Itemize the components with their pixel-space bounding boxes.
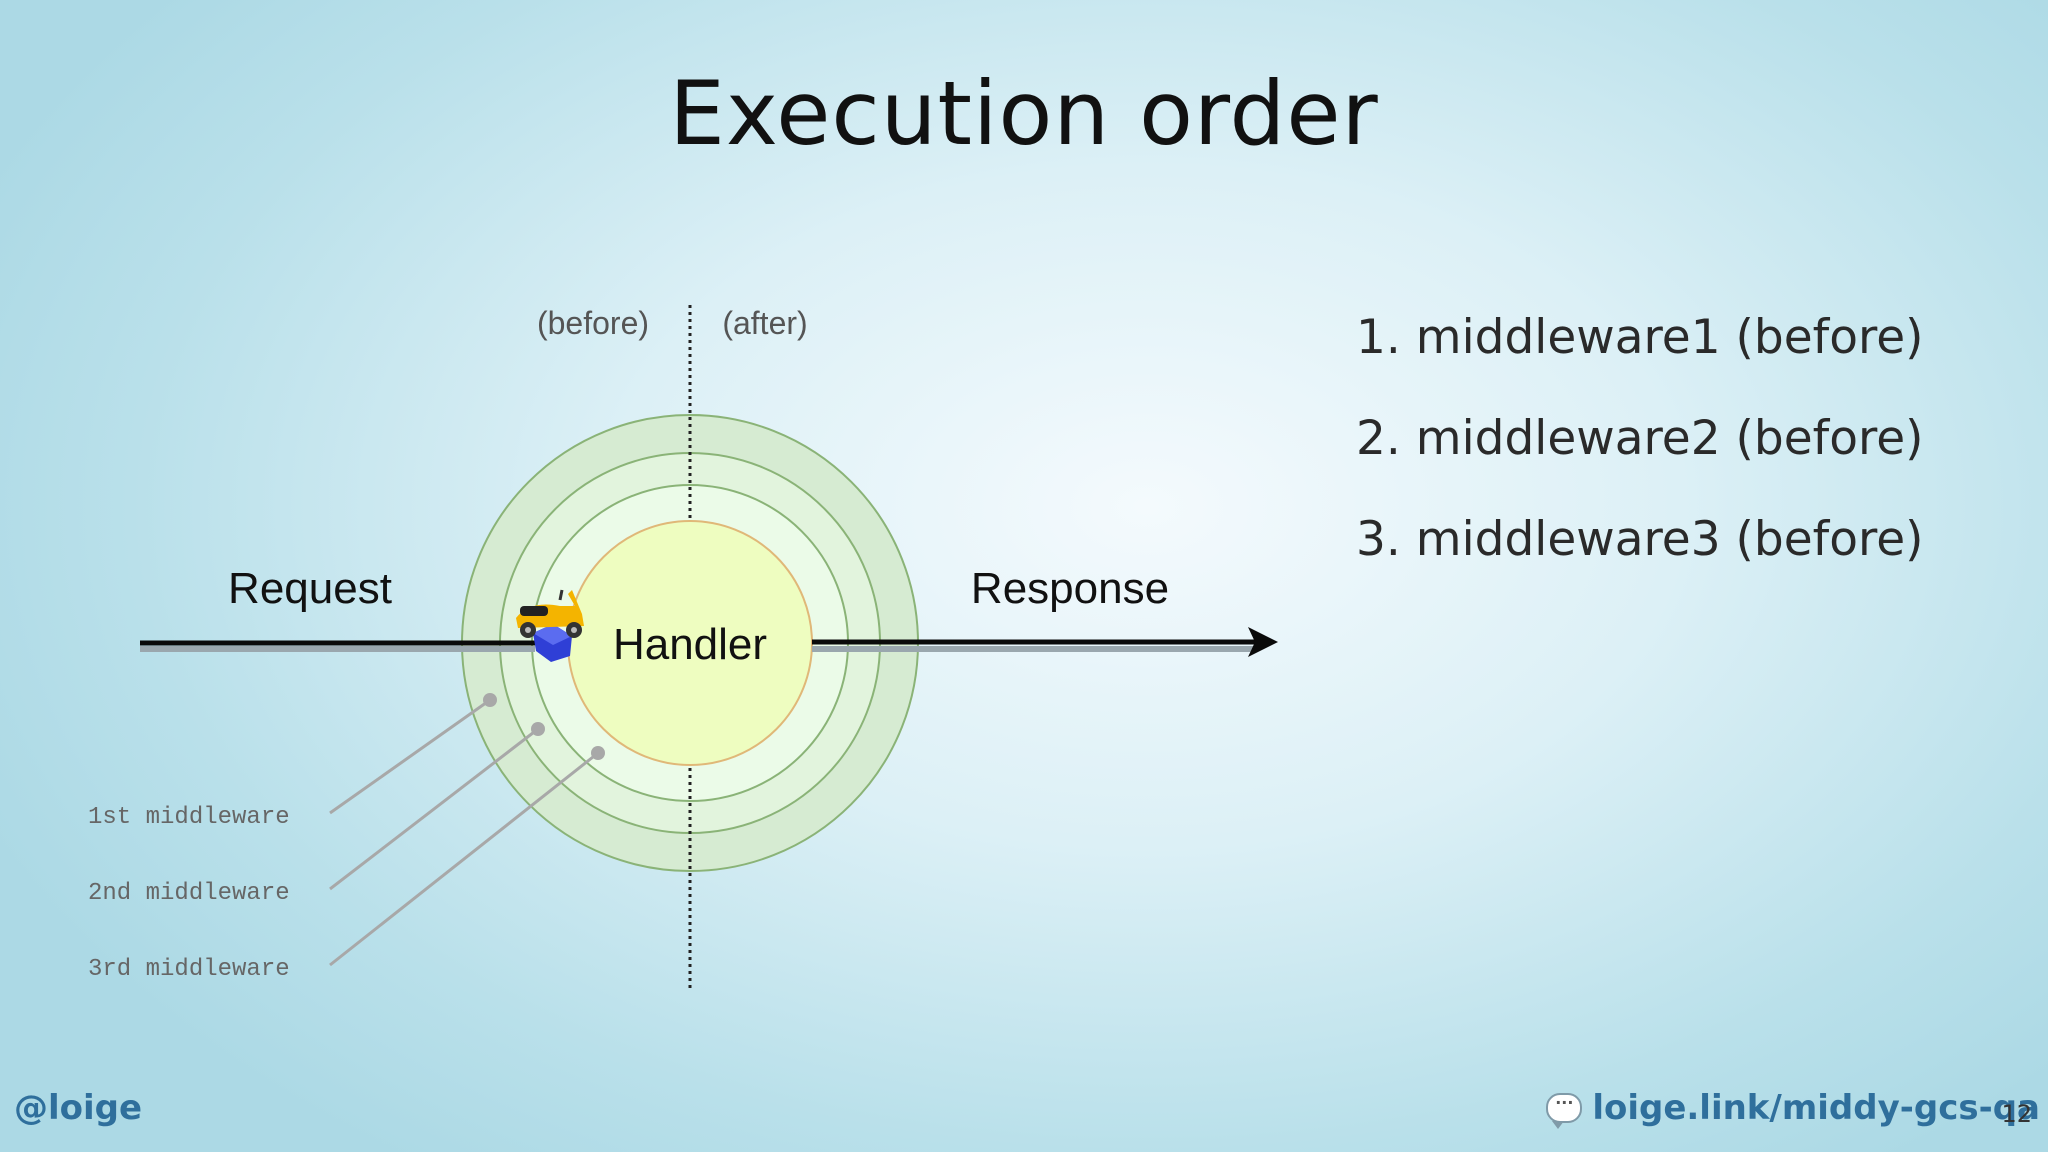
request-label: Request [228, 564, 392, 613]
after-label: (after) [722, 305, 807, 341]
pointer-dot-3 [591, 746, 605, 760]
middleware-label-2: 2nd middleware [88, 880, 290, 907]
before-label: (before) [537, 305, 649, 341]
middleware-label-1: 1st middleware [88, 804, 290, 831]
footer-link[interactable]: ··· loige.link/middy-gcs-qa [1546, 1088, 2040, 1129]
step-item: 1. middleware1 (before) [1356, 310, 1924, 365]
step-item: 2. middleware2 (before) [1356, 411, 1924, 466]
pointer-line-1 [329, 698, 491, 815]
slides-link[interactable]: loige.link/middy-gcs-qa [1592, 1088, 2040, 1128]
middleware-label-3: 3rd middleware [88, 956, 290, 983]
pointer-dot-1 [483, 693, 497, 707]
response-arrowhead [1248, 627, 1278, 657]
twitter-handle[interactable]: @loige [14, 1088, 143, 1128]
response-label: Response [971, 564, 1169, 613]
page-number: 12 [2001, 1100, 2032, 1128]
pointer-dot-2 [531, 722, 545, 736]
slide-title: Execution order [669, 62, 1379, 165]
package-icon [533, 624, 572, 662]
speech-bubble-icon: ··· [1546, 1093, 1583, 1129]
pointer-line-2 [329, 727, 539, 891]
execution-steps-list: 1. middleware1 (before) 2. middleware2 (… [1356, 306, 1924, 609]
step-item: 3. middleware3 (before) [1356, 512, 1924, 567]
pointer-line-3 [329, 751, 599, 967]
scooter-icon [516, 589, 584, 638]
handler-label: Handler [613, 620, 767, 669]
